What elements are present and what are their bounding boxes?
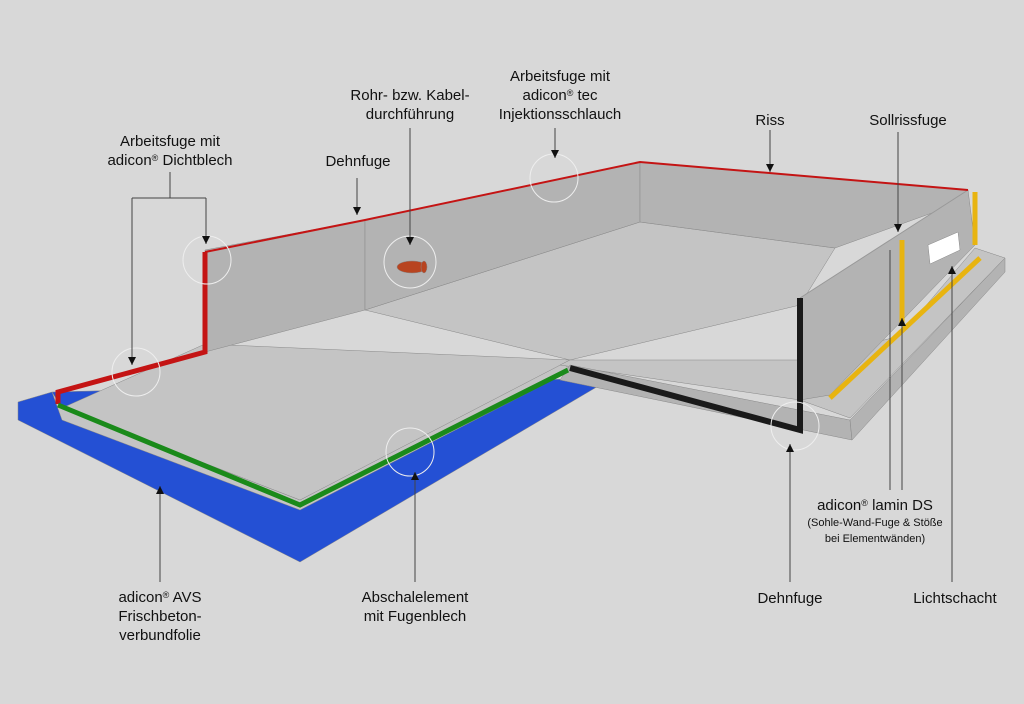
label-sup: ®: [566, 88, 574, 98]
label-line: Frischbeton-: [118, 608, 202, 625]
label-sup: ®: [162, 590, 170, 600]
label-part: Dichtblech: [158, 152, 233, 169]
label-part: lamin DS: [867, 497, 933, 514]
label-line: Arbeitsfuge mit: [509, 68, 611, 85]
label-line: adicon® tec: [485, 86, 635, 105]
label-sup: ®: [861, 498, 868, 508]
label-line: Dehnfuge: [757, 590, 823, 607]
label-part: tec: [573, 87, 598, 104]
label-arbeitsfuge-dichtblech: Arbeitsfuge mit adicon® Dichtblech: [100, 132, 240, 170]
label-dehnfuge-bottom: Dehnfuge: [740, 589, 840, 608]
label-part: adicon: [107, 152, 152, 169]
label-lamin: adicon® lamin DS (Sohle-Wand-Fuge & Stöß…: [800, 496, 950, 547]
highlight-circle: [385, 427, 435, 477]
label-line: bei Elementwänden): [824, 533, 926, 545]
label-line: Sollrissfuge: [869, 112, 947, 129]
expansion-joint: [569, 298, 803, 434]
label-part: adicon: [817, 497, 862, 514]
label-lichtschacht: Lichtschacht: [900, 589, 1010, 608]
label-line: Lichtschacht: [913, 590, 997, 607]
label-arbeitsfuge-tec: Arbeitsfuge mit adicon® tec Injektionssc…: [485, 67, 635, 124]
label-line: adicon® AVS: [95, 588, 225, 607]
label-abschal: Abschalelement mit Fugenblech: [345, 588, 485, 626]
label-line: mit Fugenblech: [363, 608, 467, 625]
highlight-circle: [770, 401, 820, 451]
green-joint: [57, 367, 570, 508]
pipe-icon: [396, 260, 428, 274]
label-line: verbundfolie: [119, 627, 201, 644]
label-rohr: Rohr- bzw. Kabel- durchführung: [335, 86, 485, 124]
label-riss: Riss: [740, 111, 800, 130]
label-line: (Sohle-Wand-Fuge & Stöße: [807, 517, 943, 529]
label-line: adicon® Dichtblech: [100, 151, 240, 170]
label-line: durchführung: [365, 106, 455, 123]
highlight-circle: [111, 347, 161, 397]
label-dehnfuge-top: Dehnfuge: [308, 152, 408, 171]
label-avs: adicon® AVS Frischbeton- verbundfolie: [95, 588, 225, 645]
red-joint-left: [55, 252, 208, 404]
label-line: adicon® lamin DS: [800, 496, 950, 515]
label-part: adicon: [522, 87, 567, 104]
label-part: AVS: [169, 589, 202, 606]
label-sollrissfuge: Sollrissfuge: [853, 111, 963, 130]
label-line: Dehnfuge: [325, 153, 391, 170]
label-line: Arbeitsfuge mit: [119, 133, 221, 150]
wall-left: [204, 219, 366, 353]
base-plinth-side: [849, 257, 1006, 441]
label-line: Injektionsschlauch: [498, 106, 622, 123]
label-part: adicon: [118, 589, 163, 606]
red-joint-top: [204, 160, 969, 253]
wall-right-top-edge: [799, 189, 969, 299]
label-line: Abschalelement: [361, 589, 469, 606]
label-sup: ®: [151, 153, 159, 163]
base-plinth: [559, 247, 1006, 419]
arrowheads: [128, 150, 956, 494]
label-line: Rohr- bzw. Kabel-: [350, 87, 470, 104]
lamin-strip-floor: [828, 256, 982, 400]
light-shaft-opening: [927, 231, 961, 265]
label-line: Riss: [755, 112, 785, 129]
